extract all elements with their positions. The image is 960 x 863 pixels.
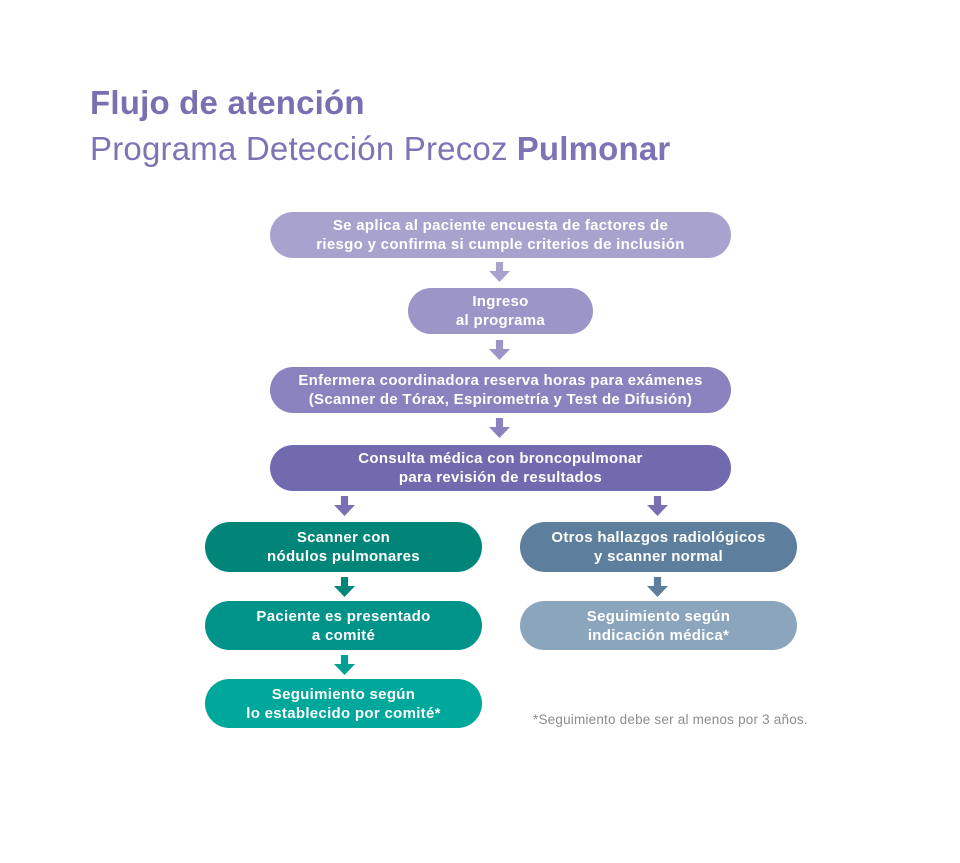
arrow-down-icon: [489, 340, 510, 360]
arrow-down-icon: [647, 577, 668, 597]
arrow-down-icon: [334, 655, 355, 675]
flow-node-survey: Se aplica al paciente encuesta de factor…: [270, 212, 731, 258]
flow-node-ingreso: Ingreso al programa: [408, 288, 593, 334]
arrow-down-icon: [334, 577, 355, 597]
arrow-down-icon: [489, 262, 510, 282]
flow-node-comite: Paciente es presentado a comité: [205, 601, 482, 650]
page-title: Flujo de atención: [90, 84, 365, 121]
arrow-down-icon: [489, 418, 510, 438]
flow-node-seguimiento-medica: Seguimiento según indicación médica*: [520, 601, 797, 650]
arrow-down-icon: [334, 496, 355, 516]
subtitle-text: Programa Detección Precoz: [90, 130, 508, 167]
flow-node-scanner-nodulos: Scanner con nódulos pulmonares: [205, 522, 482, 572]
flow-node-consulta: Consulta médica con broncopulmonar para …: [270, 445, 731, 491]
flow-node-otros-hallazgos: Otros hallazgos radiológicos y scanner n…: [520, 522, 797, 572]
flow-node-seguimiento-comite: Seguimiento según lo establecido por com…: [205, 679, 482, 728]
arrow-down-icon: [647, 496, 668, 516]
footnote-text: *Seguimiento debe ser al menos por 3 año…: [533, 712, 808, 727]
flow-node-enfermera: Enfermera coordinadora reserva horas par…: [270, 367, 731, 413]
subtitle-emphasis: Pulmonar: [516, 130, 671, 167]
